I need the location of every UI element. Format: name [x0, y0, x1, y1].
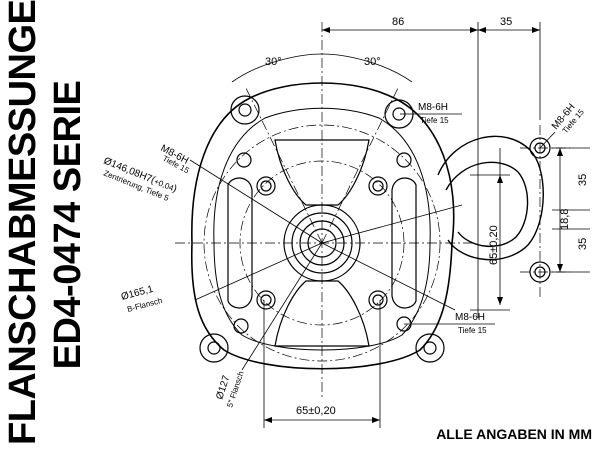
leader-lines [189, 113, 556, 371]
label-m8-bottom-sub: Tiefe 15 [458, 326, 487, 335]
threaded-holes [256, 137, 551, 310]
title-line-2: ED4-0474 SERIE [47, 80, 89, 370]
title-block: FLANSCHABMESSUNGEN ED4-0474 SERIE [0, 0, 120, 450]
center-lines [175, 22, 570, 400]
dim-right-18-8: 18,8 [559, 209, 571, 230]
dim-right-35-lower: 35 [577, 238, 589, 250]
cutouts [227, 139, 417, 347]
dim-top-35: 35 [500, 16, 512, 28]
mounting-ears [199, 95, 445, 363]
arrowheads [264, 27, 563, 423]
dim-bottom-65: 65±0,20 [296, 405, 336, 417]
dim-vertical-65: 65±0,20 [488, 225, 500, 265]
label-m8-top-right-sub: Tiefe 15 [420, 116, 449, 125]
dim-right-35-upper: 35 [577, 174, 589, 186]
dim-top-86: 86 [392, 16, 404, 28]
dim-angle-right: 30° [364, 56, 381, 68]
footer-note: ALLE ANGABEN IN MM [436, 426, 592, 442]
label-m8-bottom: M8-6H [455, 312, 485, 323]
title-line-1: FLANSCHABMESSUNGEN [2, 0, 44, 445]
dimension-lines [231, 22, 590, 428]
label-m8-top-right: M8-6H [418, 102, 448, 113]
dim-angle-left: 30° [265, 56, 282, 68]
flange-outline [190, 82, 455, 370]
center-hub [283, 204, 361, 282]
